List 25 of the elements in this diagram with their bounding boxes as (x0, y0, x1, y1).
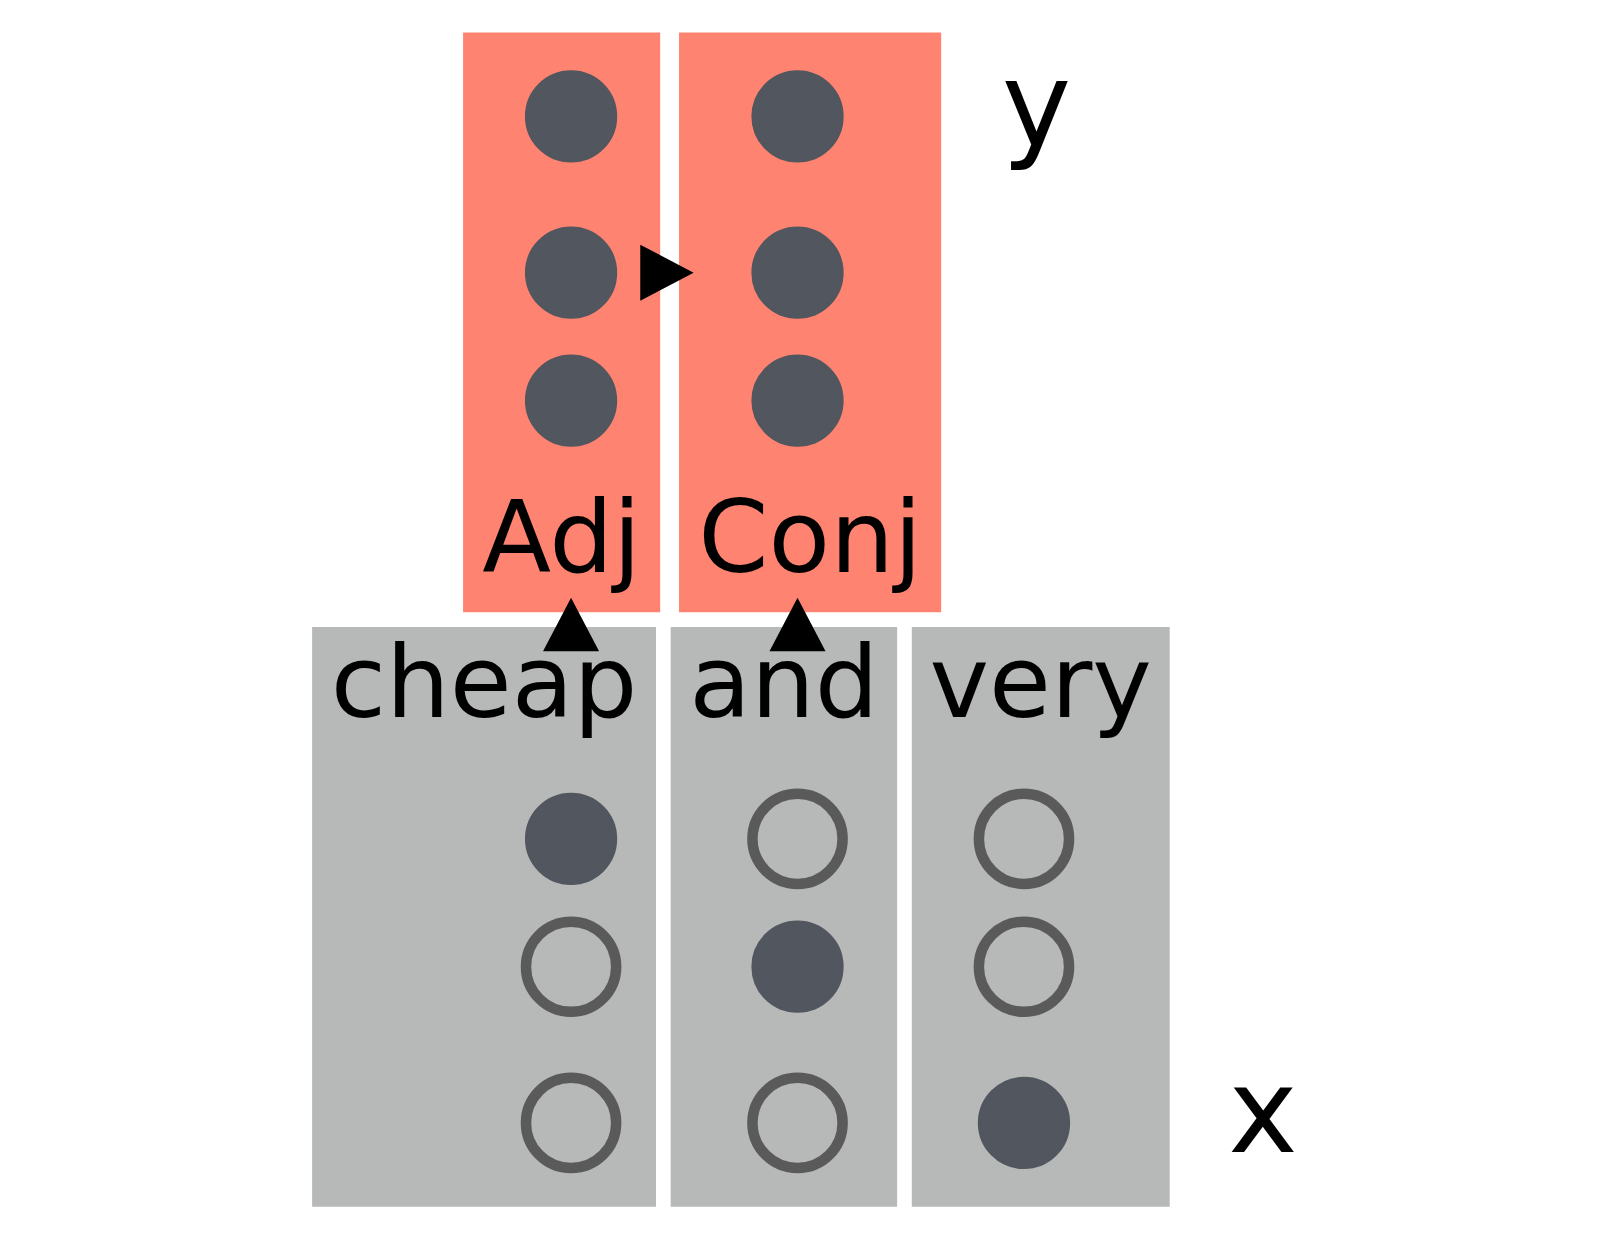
cluster: cheap (311, 627, 656, 1207)
cluster: very (911, 627, 1170, 1207)
cluster: Adj (462, 32, 660, 613)
node-circle (750, 226, 844, 319)
arrow (769, 597, 826, 652)
node-ring (746, 788, 848, 890)
arrow (639, 244, 694, 301)
node-ring (973, 788, 1074, 890)
node-ring (746, 1072, 848, 1174)
label: y (1001, 36, 1071, 174)
node-circle (524, 70, 617, 163)
node-ring (520, 1072, 621, 1174)
cluster: Conj (678, 32, 941, 613)
node-circle (524, 792, 617, 885)
node-circle (524, 226, 617, 319)
arrow (542, 597, 599, 652)
node-ring (520, 916, 621, 1018)
label: x (1227, 1042, 1298, 1180)
node-circle (750, 354, 844, 447)
node-ring (973, 916, 1074, 1018)
cluster: and (670, 627, 897, 1207)
node-circle (750, 70, 844, 163)
node-circle (524, 354, 617, 447)
node-circle (750, 920, 844, 1013)
node-circle (977, 1076, 1070, 1170)
